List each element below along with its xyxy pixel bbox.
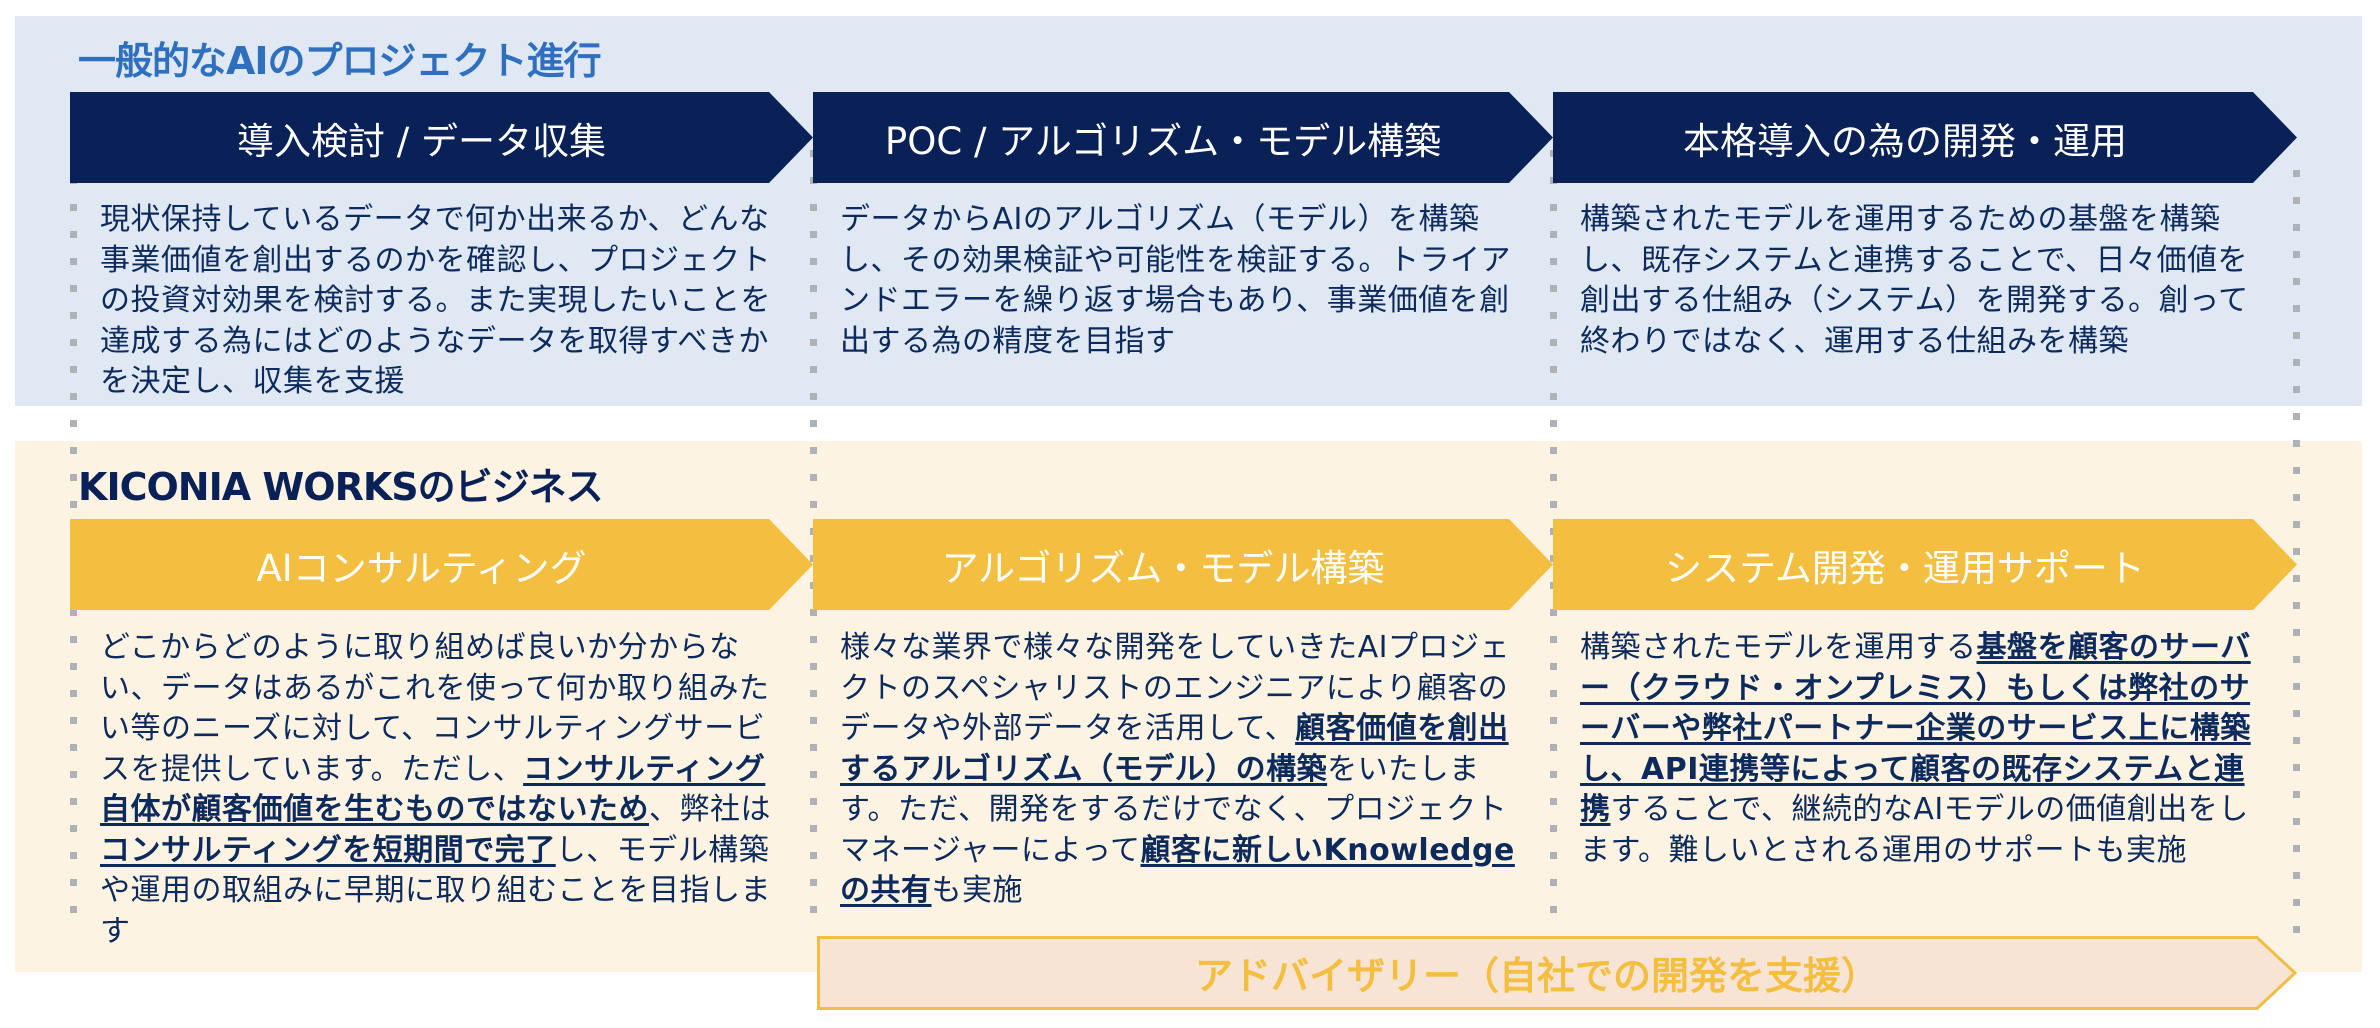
service-description: どこからどのように取り組めば良いか分からない、データはあるがこれを使って何か取り…: [100, 628, 775, 952]
emphasized-text: 顧客に新しいKnowledgeの共有: [840, 832, 1515, 909]
service-description: 構築されたモデルを運用する基盤を顧客のサーバー（クラウド・オンプレミス）もしくは…: [1580, 628, 2255, 871]
service-description: 様々な業界で様々な開発をしていきたAIプロジェクトのスペシャリストのエンジニアに…: [840, 628, 1515, 912]
column-divider-dotted: [2293, 170, 2300, 945]
text-segment: し、モデル構築や運用の取組みに早期に取り組むことを目指します: [100, 832, 771, 949]
general-project-band: [15, 16, 2362, 406]
step-label: 導入検討 / データ収集: [237, 119, 606, 163]
step-arrow-introduction: 導入検討 / データ収集: [70, 92, 813, 183]
text-segment: 様々な業界で様々な開発をしていきたAIプロジェクトのスペシャリストのエンジニアに…: [840, 630, 1510, 746]
service-label: システム開発・運用サポート: [1665, 546, 2145, 590]
advisory-label: アドバイザリー（自社での開発を支援）: [1194, 954, 1879, 998]
emphasized-text: コンサルティングを短期間で完了: [100, 832, 556, 868]
text-segment: することで、継続的なAIモデルの価値創出をします。難しいとされる運用のサポートも…: [1580, 792, 2249, 868]
service-arrow-consulting: AIコンサルティング: [70, 519, 813, 610]
step-description: 現状保持しているデータで何か出来るか、どんな事業価値を創出するのかを確認し、プロ…: [100, 202, 771, 399]
step-description: データからAIのアルゴリズム（モデル）を構築し、その効果検証や可能性を検証する。…: [840, 202, 1511, 359]
emphasized-text: 顧客価値を創出するアルゴリズム（モデル）の構築: [840, 711, 1509, 787]
advisory-arrow-shape: [817, 936, 2298, 1010]
service-label: アルゴリズム・モデル構築: [941, 546, 1385, 590]
text-segment: 、弊社は: [649, 792, 771, 827]
service-arrow-algorithm: アルゴリズム・モデル構築: [813, 519, 1553, 610]
service-arrow-system: システム開発・運用サポート: [1553, 519, 2297, 610]
text-segment: も実施: [931, 873, 1023, 908]
text-segment: どこからどのように取り組めば良いか分からない、データはあるがこれを使って何か取り…: [100, 630, 770, 787]
step-label: POC / アルゴリズム・モデル構築: [884, 119, 1442, 163]
step-description: 構築されたモデルを運用するための基盤を構築し、既存システムと連携することで、日々…: [1580, 202, 2249, 359]
kiconia-business-title: KICONIA WORKSのビジネス: [78, 465, 604, 509]
step-arrow-poc: POC / アルゴリズム・モデル構築: [813, 92, 1553, 183]
emphasized-text: 基盤を顧客のサーバー（クラウド・オンプレミス）もしくは弊社のサーバーや弊社パート…: [1580, 630, 2251, 827]
text-segment: 構築されたモデルを運用する: [1580, 630, 1977, 665]
step-label: 本格導入の為の開発・運用: [1683, 119, 2127, 163]
text-segment: をいたします。ただ、開発をするだけでなく、プロジェクトマネージャーによって: [840, 751, 1508, 868]
step-arrow-production: 本格導入の為の開発・運用: [1553, 92, 2297, 183]
general-project-title: 一般的なAIのプロジェクト進行: [78, 39, 602, 83]
advisory-arrow: アドバイザリー（自社での開発を支援）: [817, 936, 2298, 1010]
emphasized-text: コンサルティング自体が顧客価値を生むものではないため: [100, 751, 766, 828]
service-label: AIコンサルティング: [256, 546, 587, 590]
